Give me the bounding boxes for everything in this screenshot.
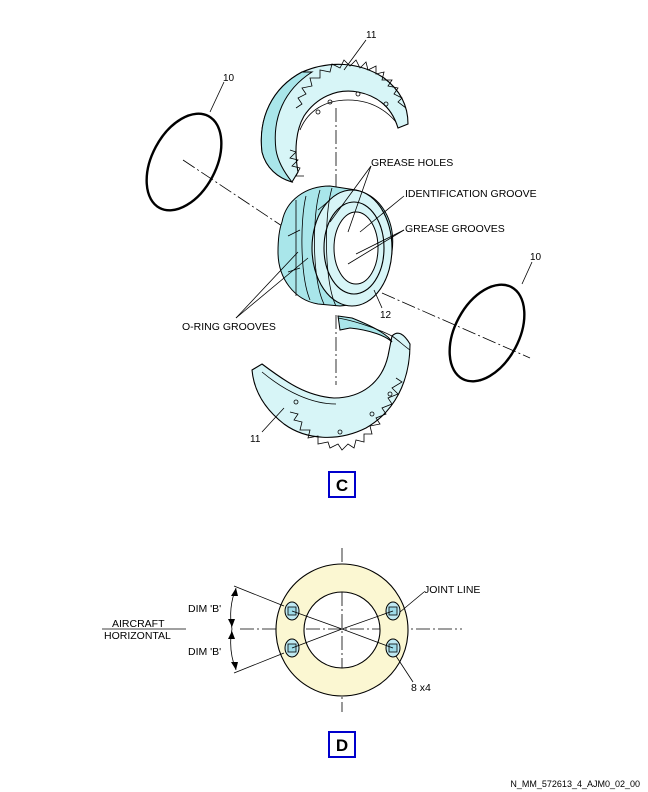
view-c-leaders bbox=[209, 39, 533, 433]
leader-11-lower bbox=[261, 407, 285, 433]
view-c-badge: C bbox=[328, 471, 356, 498]
dim-arrow-1 bbox=[231, 588, 238, 596]
label-o-ring-grooves: O-RING GROOVES bbox=[182, 321, 276, 333]
view-d-frame bbox=[328, 731, 356, 758]
upper-left-centerline bbox=[182, 159, 283, 227]
callout-12: 12 bbox=[380, 310, 392, 321]
leader-identification-groove bbox=[359, 195, 405, 233]
leader-o-ring-grooves-b bbox=[235, 257, 309, 319]
leader-bolt-qty bbox=[395, 655, 414, 683]
leader-10-lower bbox=[521, 261, 533, 285]
bearing-12 bbox=[277, 185, 394, 307]
callout-10-lower: 10 bbox=[530, 252, 542, 263]
view-c-frame bbox=[328, 471, 356, 498]
view-d-badge: D bbox=[328, 731, 356, 758]
label-bolt-qty: 8 x4 bbox=[411, 682, 431, 694]
leader-12 bbox=[373, 289, 383, 309]
label-joint-line: JOINT LINE bbox=[424, 584, 480, 596]
leader-grease-grooves-a bbox=[355, 229, 405, 255]
radial-lower-left bbox=[291, 628, 343, 649]
radial-lower-right bbox=[341, 628, 394, 649]
radial-upper-right bbox=[341, 610, 394, 630]
view-d-section bbox=[102, 548, 462, 712]
figure-id: N_MM_572613_4_AJM0_02_00 bbox=[510, 779, 640, 789]
dim-arrow-2 bbox=[228, 619, 235, 627]
leader-10-upper bbox=[209, 81, 225, 113]
leader-grease-holes-b bbox=[347, 165, 372, 233]
lower-right-centerline bbox=[381, 292, 531, 359]
view-d-letter: D bbox=[336, 736, 348, 755]
label-aircraft: AIRCRAFT bbox=[112, 618, 165, 630]
label-grease-grooves: GREASE GROOVES bbox=[405, 223, 505, 235]
dim-arrow-4 bbox=[231, 662, 238, 670]
callout-11-upper: 11 bbox=[366, 30, 377, 41]
leader-grease-grooves-b bbox=[347, 229, 405, 265]
leader-11-upper bbox=[343, 39, 367, 71]
segment-lower bbox=[251, 315, 411, 451]
segment-upper bbox=[260, 59, 409, 183]
view-c-letter: C bbox=[336, 476, 348, 495]
o-ring-upper bbox=[145, 112, 223, 212]
view-c-centerlines bbox=[182, 108, 531, 385]
bearing-ring-end-view bbox=[275, 563, 409, 697]
label-grease-holes: GREASE HOLES bbox=[371, 157, 453, 169]
dim-arrow-3 bbox=[228, 631, 235, 639]
callout-11-lower: 11 bbox=[250, 434, 261, 445]
dim-extension-upper bbox=[233, 585, 285, 607]
label-identification-groove: IDENTIFICATION GROOVE bbox=[405, 188, 537, 200]
leader-grease-holes-a bbox=[329, 165, 372, 223]
callout-10-upper: 10 bbox=[223, 73, 235, 84]
o-ring-lower bbox=[448, 283, 526, 383]
leader-joint-line bbox=[399, 591, 425, 613]
label-horizontal: HORIZONTAL bbox=[104, 630, 171, 642]
leader-o-ring-grooves-a bbox=[235, 251, 299, 319]
radial-upper-left bbox=[291, 610, 343, 630]
label-dim-b-upper: DIM 'B' bbox=[188, 603, 221, 615]
dim-extension-lower bbox=[233, 652, 285, 674]
label-dim-b-lower: DIM 'B' bbox=[188, 646, 221, 658]
